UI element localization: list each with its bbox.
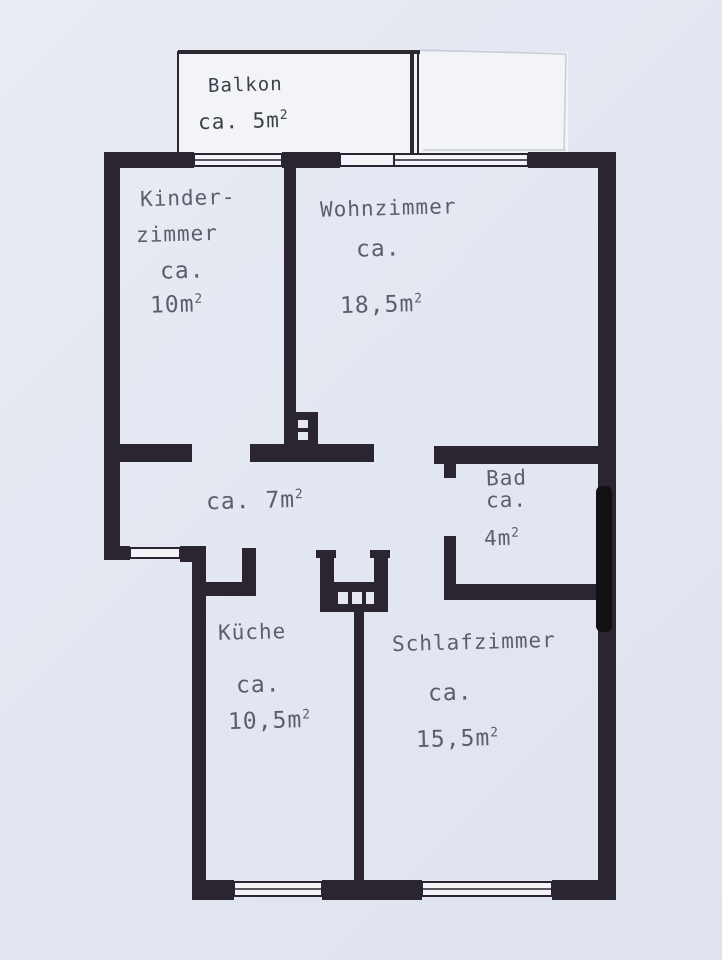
- wohnzimmer-size-label: 18,5m2: [340, 291, 424, 319]
- bad-size-text: 4m: [483, 525, 512, 551]
- kinderzimmer-name-line1: Kinder-: [139, 184, 236, 212]
- wall-chimney-top-r: [370, 550, 390, 558]
- schlafzimmer-size-text: 15,5m: [415, 725, 491, 754]
- wall-top-right: [528, 152, 616, 168]
- wall-bottom-mid: [322, 880, 422, 900]
- wohnzimmer-ca-label: ca.: [355, 235, 401, 263]
- kueche-size-label: 10,5m2: [228, 707, 312, 735]
- balkon-name-label: Balkon: [207, 73, 283, 97]
- flur-size-text: ca. 7m: [205, 486, 296, 516]
- wall-left-step: [120, 546, 130, 560]
- wall-kueche-left: [192, 546, 206, 900]
- wall-kinder-wohn: [284, 160, 296, 454]
- wohnzimmer-size-text: 18,5m: [339, 291, 415, 320]
- bad-size-label: 4m2: [484, 526, 521, 551]
- wohnzimmer-size-exp: 2: [413, 291, 424, 307]
- wall-bad-bottom: [444, 584, 616, 600]
- kueche-size-text: 10,5m: [227, 707, 303, 736]
- kinderzimmer-size-text: 10m: [149, 291, 195, 319]
- wall-bad-left: [444, 536, 456, 596]
- window-balkon-door: [339, 153, 395, 167]
- schlafzimmer-size-label: 15,5m2: [416, 725, 500, 753]
- kueche-name-label: Küche: [217, 619, 287, 645]
- balkon-size-label: ca. 5m2: [198, 108, 289, 134]
- wall-kinder-bottom: [104, 444, 192, 462]
- kueche-size-exp: 2: [301, 707, 312, 723]
- wall-bad-top: [434, 446, 616, 464]
- marker-stroke: [596, 486, 612, 632]
- wall-bottom-left: [192, 880, 234, 900]
- wall-bad-left-top: [444, 446, 456, 478]
- wall-top-left: [104, 152, 194, 168]
- schlafzimmer-name-label: Schlafzimmer: [391, 627, 557, 657]
- wall-top-mid: [282, 152, 340, 168]
- walls: [104, 152, 616, 900]
- wall-chimney-top-l: [316, 550, 336, 558]
- kinderzimmer-size-exp: 2: [194, 291, 204, 307]
- wohnzimmer-name-label: Wohnzimmer: [319, 194, 457, 222]
- wall-bottom-right: [552, 880, 616, 900]
- kueche-ca-label: ca.: [235, 671, 281, 699]
- wall-left-upper: [104, 152, 120, 560]
- wall-kueche-schlaf: [354, 600, 364, 890]
- kinderzimmer-ca-label: ca.: [159, 257, 205, 285]
- balkon-card: [177, 49, 568, 157]
- schlafzimmer-size-exp: 2: [489, 725, 500, 741]
- kinderzimmer-size-label: 10m2: [149, 291, 204, 319]
- chimney-flues: [298, 420, 374, 604]
- balkon-size-exp: 2: [279, 107, 289, 124]
- bad-ca-label: ca.: [485, 487, 528, 513]
- wall-wohn-bottom: [250, 444, 374, 462]
- window-flur: [129, 547, 181, 559]
- wall-kueche-stub: [242, 548, 256, 596]
- kinderzimmer-name-line2: zimmer: [135, 220, 219, 248]
- balkon-size-text: ca. 5m: [197, 108, 281, 135]
- bad-size-exp: 2: [510, 525, 521, 541]
- flur-size-exp: 2: [294, 487, 304, 503]
- schlafzimmer-ca-label: ca.: [427, 679, 473, 707]
- flur-size-label: ca. 7m2: [205, 486, 305, 516]
